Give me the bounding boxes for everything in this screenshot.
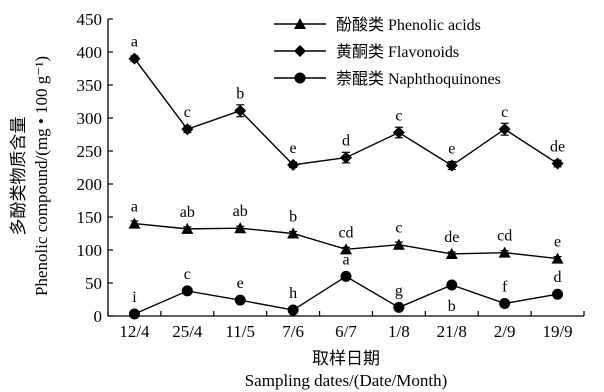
significance-label: d [342, 133, 350, 150]
y-tick-label: 450 [77, 10, 103, 29]
data-point [128, 308, 140, 320]
significance-label: d [554, 269, 562, 286]
data-point [128, 52, 141, 65]
data-point [392, 126, 405, 139]
y-tick-label: 100 [77, 241, 103, 260]
significance-label: g [395, 282, 403, 299]
y-tick-label: 350 [77, 76, 103, 95]
data-point [498, 246, 511, 258]
data-point [234, 294, 246, 306]
significance-label: a [342, 251, 349, 268]
series-line [134, 275, 558, 315]
data-point [551, 157, 564, 170]
significance-label: cd [338, 224, 353, 241]
significance-label: e [237, 275, 244, 292]
series-circle: i c e h a g b f d [128, 251, 564, 320]
x-tick-label: 11/5 [225, 322, 255, 341]
significance-label: e [448, 141, 455, 158]
legend-marker [294, 72, 306, 84]
significance-label: b [289, 209, 297, 226]
legend-label: 酚酸类 Phenolic acids [336, 16, 481, 34]
significance-label: e [290, 140, 297, 157]
data-point [445, 247, 458, 259]
data-point [392, 238, 405, 250]
x-tick-label: 1/8 [388, 322, 410, 341]
significance-label: a [131, 199, 138, 216]
data-point [181, 285, 193, 297]
significance-label: de [444, 229, 459, 246]
legend-marker [294, 18, 306, 29]
x-tick-label: 6/7 [335, 322, 357, 341]
y-tick-label: 150 [77, 208, 103, 227]
x-tick-label: 19/9 [542, 322, 572, 341]
legend: 酚酸类 Phenolic acids 黄酮类 Flavonoids 萘醌类 Naph… [274, 16, 501, 88]
significance-label: ab [233, 203, 248, 220]
y-tick-label: 50 [85, 274, 102, 293]
x-tick-label: 25/4 [172, 322, 203, 341]
y-axis-title: 多酚类物质含量 Phenolic compound/(mg • 100 g⁻¹) [9, 56, 51, 296]
x-axis-title-cn: 取样日期 [312, 349, 380, 368]
y-axis-title-cn: 多酚类物质含量 [9, 117, 28, 236]
significance-label: c [395, 220, 402, 237]
data-point [340, 243, 352, 255]
x-axis-title: 取样日期 Sampling dates/(Date/Month) [245, 349, 448, 390]
data-point [287, 304, 299, 316]
data-point [181, 123, 194, 136]
data-point [393, 301, 405, 313]
x-tick-label: 12/4 [119, 322, 150, 341]
significance-label: c [184, 266, 191, 283]
significance-label: b [448, 298, 456, 315]
significance-label: c [184, 104, 191, 121]
data-point [234, 222, 247, 234]
data-point [181, 222, 194, 234]
y-tick-label: 300 [77, 109, 103, 128]
y-axis-title-en: Phenolic compound/(mg • 100 g⁻¹) [32, 56, 51, 296]
significance-label: ab [180, 204, 195, 221]
series-diamond: a c b e d c e c de [128, 34, 565, 172]
data-point [234, 104, 247, 117]
data-point [128, 217, 141, 229]
significance-label: c [395, 108, 402, 125]
significance-label: a [131, 34, 138, 51]
significance-label: f [502, 278, 508, 295]
y-tick-label: 200 [77, 175, 103, 194]
significance-label: c [501, 104, 508, 121]
data-point [445, 159, 458, 172]
data-point [446, 279, 458, 291]
significance-label: cd [497, 228, 512, 245]
data-point [340, 270, 352, 282]
legend-item: 黄酮类 Flavonoids [274, 43, 459, 61]
legend-label: 萘醌类 Naphthoquinones [336, 70, 501, 88]
y-tick-label: 250 [77, 142, 103, 161]
x-tick-label: 7/6 [282, 322, 304, 341]
legend-item: 萘醌类 Naphthoquinones [274, 70, 501, 88]
significance-label: b [236, 86, 244, 103]
significance-label: h [289, 285, 297, 302]
x-axis-title-en: Sampling dates/(Date/Month) [245, 371, 448, 390]
data-point [499, 297, 511, 309]
data-point [287, 227, 300, 239]
y-tick-label: 0 [94, 307, 103, 326]
data-point [552, 288, 564, 300]
legend-marker [294, 45, 306, 57]
axes: 0 50 100 150 200 250 300 350 400 450 12/4 25/4 11/5 7… [77, 10, 585, 341]
significance-label: de [550, 139, 565, 156]
data-point [498, 123, 511, 136]
y-tick-label: 400 [77, 43, 103, 62]
x-tick-label: 2/9 [494, 322, 516, 341]
data-point [340, 151, 352, 164]
significance-label: i [132, 289, 137, 306]
x-tick-label: 21/8 [437, 322, 467, 341]
data-point [287, 158, 300, 171]
data-point [551, 252, 564, 264]
legend-item: 酚酸类 Phenolic acids [274, 16, 481, 34]
significance-label: e [554, 234, 561, 251]
legend-label: 黄酮类 Flavonoids [336, 43, 459, 61]
